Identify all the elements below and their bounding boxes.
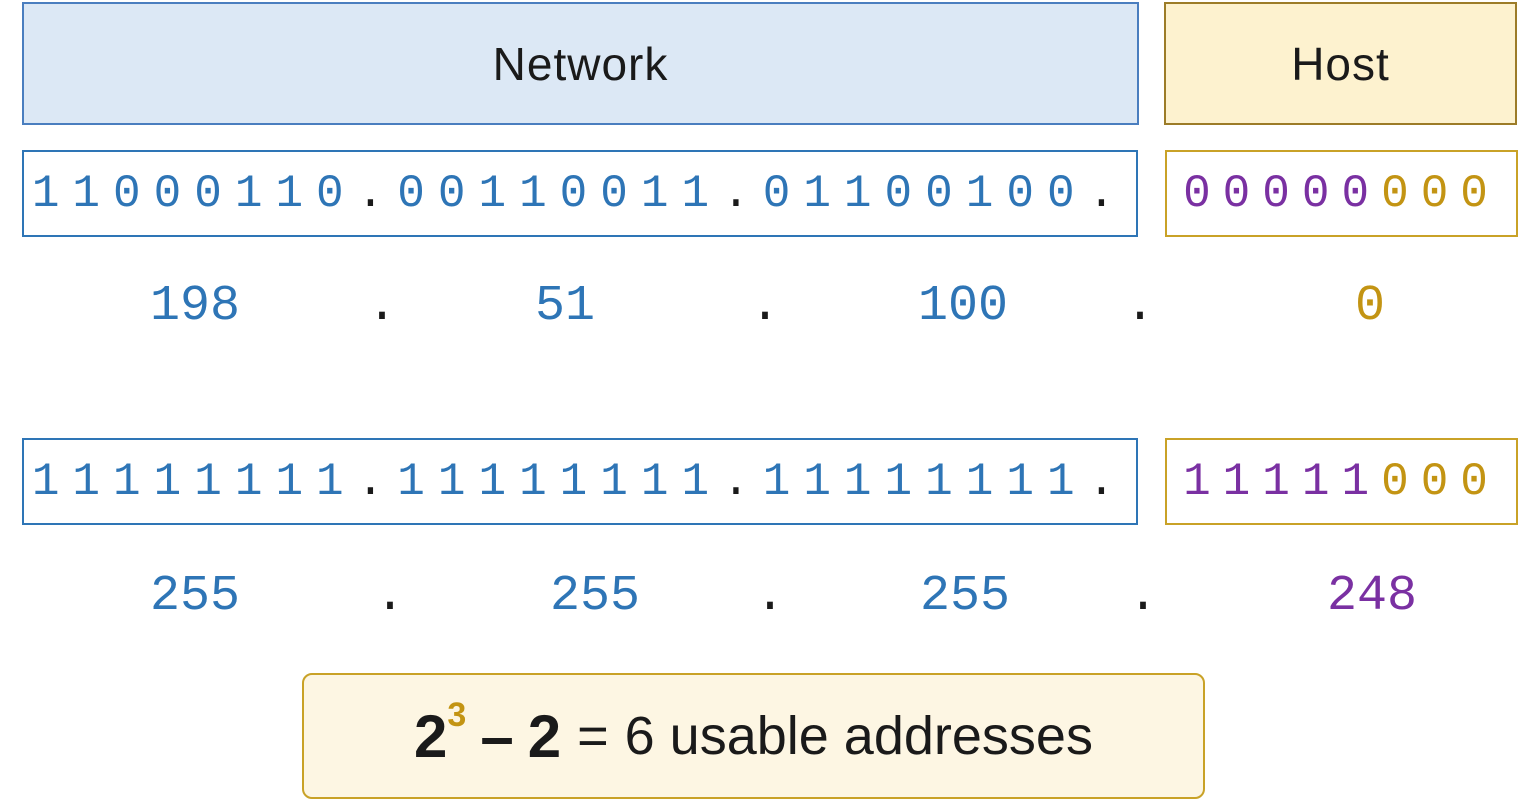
mask-decimal-dot-1: . <box>374 568 406 625</box>
ip-decimal-octet-1: 198 <box>149 278 241 335</box>
mask-decimal-octet-2: 255 <box>549 568 641 625</box>
formula-minus: – <box>480 702 514 770</box>
ip-binary-dot-2: . <box>722 167 763 220</box>
host-header-box: Host <box>1164 2 1517 125</box>
mask-binary-octet-1: 11111111 <box>31 455 357 508</box>
mask-binary-octet-3: 11111111 <box>762 455 1088 508</box>
formula-exponent: 3 <box>447 695 467 734</box>
mask-binary-octet-2: 11111111 <box>397 455 723 508</box>
mask-decimal-dot-2: . <box>754 568 786 625</box>
ip-binary-network-box: 11000110.00110011.01100100. <box>22 150 1138 237</box>
ip-decimal-octet-4: 0 <box>1354 278 1386 335</box>
ip-decimal-octet-2: 51 <box>534 278 596 335</box>
ip-binary-octet-1: 11000110 <box>31 167 357 220</box>
ip-binary-host-host-bits: 000 <box>1381 167 1500 220</box>
mask-binary-host-host-bits: 000 <box>1381 455 1500 508</box>
mask-binary-host-network-bits: 11111 <box>1183 455 1382 508</box>
ip-binary-dot-3: . <box>1087 167 1129 220</box>
mask-binary-network-box: 11111111.11111111.11111111. <box>22 438 1138 525</box>
ip-decimal-dot-3: . <box>1124 278 1156 335</box>
network-header-label: Network <box>492 37 669 90</box>
mask-decimal-row: 255 . 255 . 255 . 248 <box>0 566 1536 628</box>
ip-decimal-row: 198 . 51 . 100 . 0 <box>0 276 1536 338</box>
mask-decimal-dot-3: . <box>1127 568 1159 625</box>
ip-binary-octet-2: 00110011 <box>397 167 723 220</box>
host-header-label: Host <box>1291 37 1390 90</box>
network-header-box: Network <box>22 2 1139 125</box>
ip-binary-host-network-bits: 00000 <box>1183 167 1382 220</box>
formula-result: 6 usable addresses <box>624 706 1093 766</box>
ip-decimal-dot-1: . <box>366 278 398 335</box>
mask-binary-dot-1: . <box>356 455 398 508</box>
ip-binary-dot-1: . <box>356 167 398 220</box>
mask-binary-dot-3: . <box>1087 455 1129 508</box>
ip-decimal-octet-3: 100 <box>917 278 1009 335</box>
formula-equals: = <box>577 706 609 766</box>
formula-subtrahend: 2 <box>527 702 562 770</box>
mask-decimal-octet-3: 255 <box>919 568 1011 625</box>
formula-base: 2 <box>414 702 448 770</box>
mask-binary-dot-2: . <box>722 455 763 508</box>
ip-decimal-dot-2: . <box>749 278 781 335</box>
mask-decimal-octet-1: 255 <box>149 568 241 625</box>
ip-binary-octet-3: 01100100 <box>762 167 1088 220</box>
mask-decimal-octet-4: 248 <box>1326 568 1418 625</box>
